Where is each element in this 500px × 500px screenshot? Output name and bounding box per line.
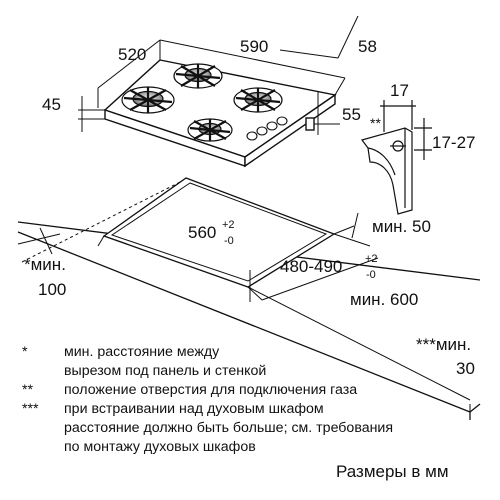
legend-mark: *** <box>22 401 39 417</box>
dimension-labels: 520 590 58 45 55 17 17-27 ** 560 +2 -0 4… <box>24 37 475 378</box>
knob-2 <box>256 126 268 136</box>
bracket-mark: ** <box>370 115 381 131</box>
legend-mark: ** <box>22 382 34 398</box>
control-knobs <box>246 116 288 141</box>
min-30-label-2: 30 <box>456 359 475 378</box>
legend-mark-spacer <box>22 419 64 438</box>
gas-pipe-nub <box>305 117 315 131</box>
min-100-label-2: 100 <box>38 280 66 299</box>
legend-row-1: * мин. расстояние между <box>22 343 492 362</box>
legend-mark-spacer <box>22 362 64 381</box>
cutout-width-label: 560 <box>188 223 216 242</box>
min-600-label: мин. 600 <box>350 290 418 309</box>
cutout-depth-tol-minus: -0 <box>366 269 376 281</box>
burner-right <box>233 87 283 113</box>
cutout-depth-tol-plus: +2 <box>365 253 378 265</box>
footnote-legend: * мин. расстояние между вырезом под пане… <box>22 343 492 457</box>
hob-dimension-lines <box>78 15 359 135</box>
legend-text: положение отверстия для подключения газа <box>64 382 358 398</box>
legend-text: при встраивании над духовым шкафом <box>64 401 324 417</box>
legend-text: по монтажу духовых шкафов <box>64 439 256 455</box>
legend-row-3: *** при встраивании над духовым шкафом <box>22 400 492 419</box>
bracket-detail <box>360 100 432 215</box>
hob-drawing <box>103 59 337 168</box>
burner-front <box>187 118 233 142</box>
countertop-drawing <box>17 177 481 420</box>
dim-17: 17 <box>390 81 409 100</box>
cutout-depth-label: 480-490 <box>280 257 342 276</box>
knob-4 <box>276 116 288 126</box>
burner-back <box>173 63 223 89</box>
burner-left <box>121 86 175 114</box>
dim-590: 590 <box>240 37 268 56</box>
dim-17-27: 17-27 <box>432 133 475 152</box>
legend-row-3b: расстояние должно быть больше; см. требо… <box>22 419 492 438</box>
burners <box>121 63 283 142</box>
legend-row-3c: по монтажу духовых шкафов <box>22 438 492 457</box>
knob-1 <box>246 131 258 141</box>
legend-mark-spacer <box>22 438 64 457</box>
dim-58: 58 <box>358 37 377 56</box>
legend-row-2: ** положение отверстия для подключения г… <box>22 381 492 400</box>
cutout-width-tol-minus: -0 <box>224 235 234 247</box>
min-50-label: мин. 50 <box>372 217 431 236</box>
dim-45: 45 <box>42 95 61 114</box>
hob-side-edge <box>244 93 336 168</box>
legend-mark: * <box>22 344 28 360</box>
legend-text: расстояние должно быть больше; см. требо… <box>64 420 394 436</box>
min-30-label-1: ***мин. <box>416 335 471 354</box>
legend-text: вырезом под панель и стенкой <box>64 363 267 379</box>
legend-text: мин. расстояние между <box>64 344 220 360</box>
dim-55: 55 <box>342 105 361 124</box>
legend-row-1b: вырезом под панель и стенкой <box>22 362 492 381</box>
cutout-width-tol-plus: +2 <box>222 219 235 231</box>
knob-3 <box>266 121 278 131</box>
min-100-label-1: *мин. <box>24 255 66 274</box>
units-label: Размеры в мм <box>336 462 449 481</box>
dim-520: 520 <box>118 45 146 64</box>
